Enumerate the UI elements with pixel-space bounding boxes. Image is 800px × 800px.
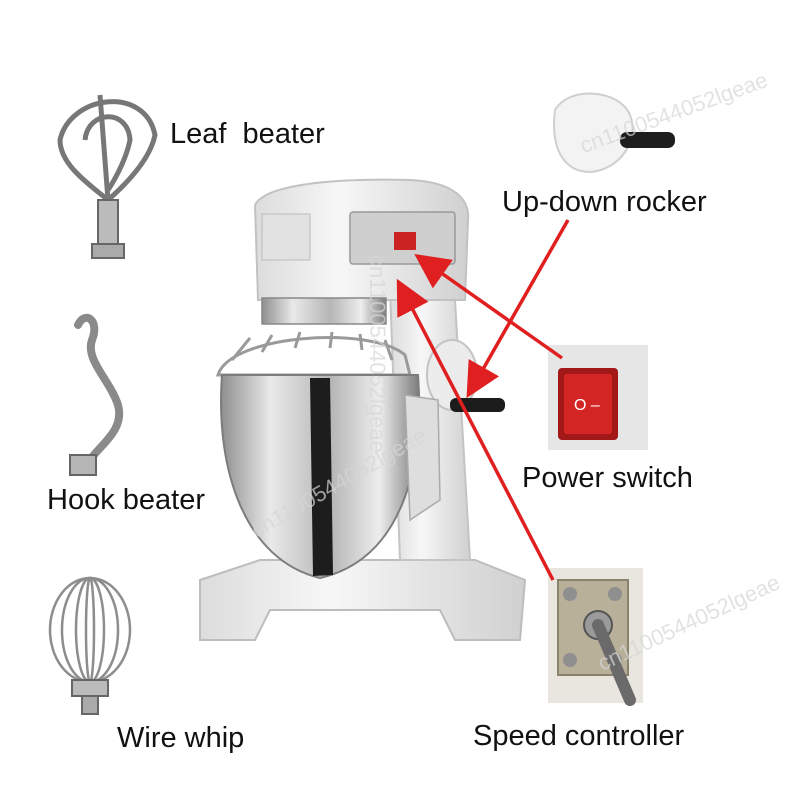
planetary-mixer-image [199,178,527,641]
svg-text:O –: O – [574,397,600,414]
leaf-beater-label: Leaf beater [170,118,325,150]
callout-arrows [396,219,570,581]
hook-beater-label: Hook beater [47,484,205,516]
wire-whip-image [48,576,132,715]
speed-controller-image [548,568,643,706]
up-down-rocker-label: Up-down rocker [502,186,707,218]
hook-beater-image [69,313,124,476]
power-switch-image: O – [548,345,648,450]
speed-controller-label: Speed controller [473,720,685,752]
leaf-beater-image [57,94,158,259]
power-switch-label: Power switch [522,462,693,494]
wire-whip-label: Wire whip [117,722,245,754]
up-down-rocker-image [548,80,675,180]
